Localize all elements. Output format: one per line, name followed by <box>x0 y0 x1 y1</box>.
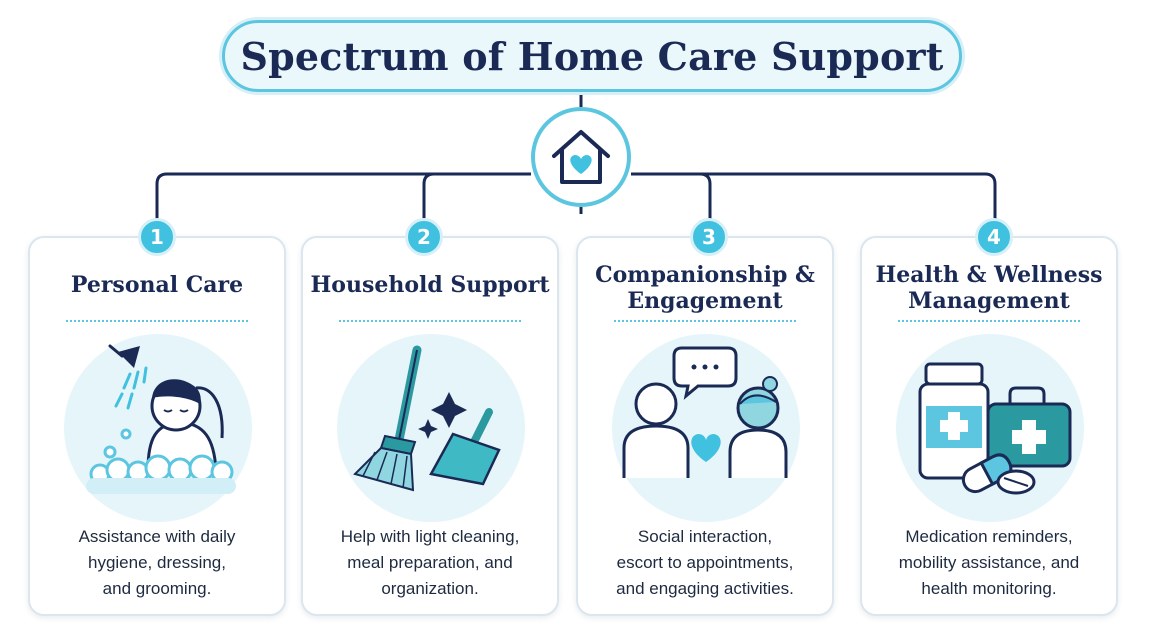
card-description: Medication reminders, mobility assistanc… <box>898 527 1080 598</box>
card-personal-care: Personal Care Assistance with daily hygi… <box>28 236 286 616</box>
step-badge-3: 3 <box>690 218 728 256</box>
card-title: Personal Care <box>70 272 244 298</box>
divider <box>339 320 521 322</box>
card-title: Household Support <box>310 272 550 298</box>
card-title: Companionship & Engagement <box>595 262 815 314</box>
page-title: Spectrum of Home Care Support <box>240 33 944 79</box>
divider <box>614 320 796 322</box>
companions-chat-icon <box>622 346 788 478</box>
divider <box>66 320 248 322</box>
home-hub <box>531 107 631 207</box>
step-badge-4: 4 <box>975 218 1013 256</box>
medication-kit-icon <box>918 362 1072 495</box>
card-health-wellness: Health & Wellness Management Medication … <box>860 236 1118 616</box>
card-description: Help with light cleaning, meal preparati… <box>340 527 520 598</box>
step-badge-2: 2 <box>405 218 443 256</box>
card-companionship: Companionship & Engagement Social intera… <box>576 236 834 616</box>
card-description: Assistance with daily hygiene, dressing,… <box>78 527 236 598</box>
step-badge-1: 1 <box>138 218 176 256</box>
connector-lines <box>155 92 997 232</box>
title-banner: Spectrum of Home Care Support <box>222 20 962 92</box>
shower-bath-icon <box>86 344 236 494</box>
home-heart-icon <box>552 130 610 184</box>
card-title: Health & Wellness Management <box>875 262 1103 314</box>
card-description: Social interaction, escort to appointmen… <box>616 527 794 598</box>
card-household-support: Household Support Help with light cleani… <box>301 236 559 616</box>
divider <box>898 320 1080 322</box>
broom-dustpan-icon <box>353 345 501 492</box>
